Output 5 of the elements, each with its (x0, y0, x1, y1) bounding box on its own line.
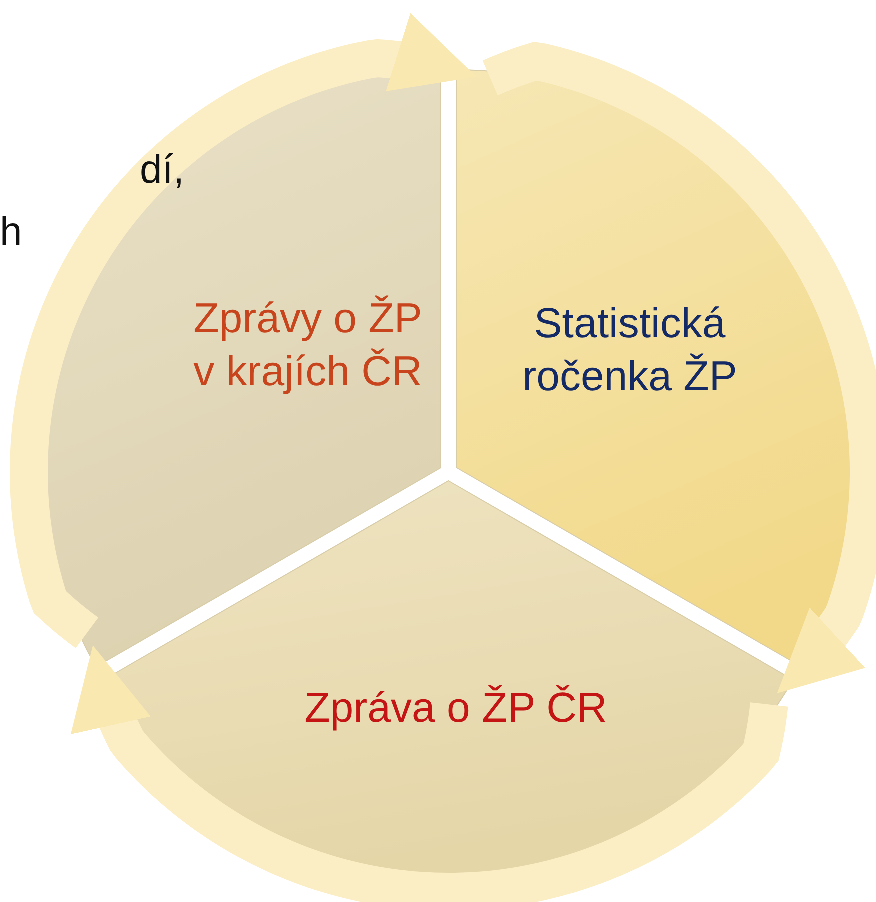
sector-label: Zpráva o ŽP ČR (304, 682, 608, 733)
text-fragment: dí, (140, 150, 184, 190)
text-fragment: h (0, 212, 22, 252)
sector-label: Statistická ročenka ŽP (522, 298, 738, 401)
sector-label: Zprávy o ŽP v krajích ČR (192, 294, 424, 396)
